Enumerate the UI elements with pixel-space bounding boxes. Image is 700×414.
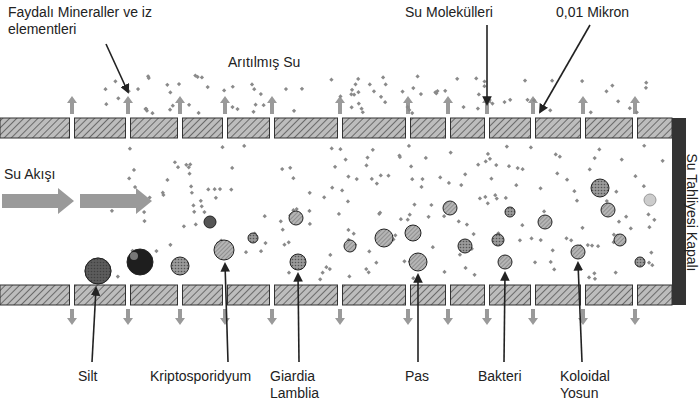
particle-label: Giardia Lamblia	[270, 368, 340, 402]
particle-label: Koloidal Yosun	[560, 368, 632, 402]
permeate-arrow	[67, 309, 77, 325]
membrane-wall	[0, 118, 672, 305]
membrane-segment	[638, 118, 673, 138]
permeate-arrow	[443, 96, 453, 114]
permeate-arrow	[482, 309, 492, 325]
leader-line	[92, 25, 590, 362]
permeate-arrow	[267, 309, 277, 325]
membrane-segment	[131, 118, 178, 138]
permeate-arrow	[335, 309, 345, 325]
membrane-segment	[0, 285, 70, 305]
callout-label: 0,01 Mikron	[556, 4, 629, 21]
membrane-segment	[75, 285, 126, 305]
contaminant-particles	[85, 179, 656, 284]
particle-label: Bakteri	[478, 368, 522, 385]
permeate-arrow	[175, 96, 185, 114]
flow-arrow	[80, 188, 152, 214]
membrane-segment	[638, 285, 673, 305]
permeate-arrow	[528, 309, 538, 325]
permeate-arrow	[220, 96, 230, 114]
membrane-segment	[411, 118, 446, 138]
permeate-arrow	[335, 96, 345, 114]
permeate-arrow	[443, 309, 453, 325]
membrane-segment	[451, 285, 485, 305]
membrane-segment	[275, 285, 338, 305]
membrane-segment	[228, 118, 270, 138]
permeate-arrow	[123, 96, 133, 114]
membrane-segment	[0, 118, 70, 138]
permeate-arrow	[630, 309, 640, 325]
particle-label: Pas	[405, 368, 429, 385]
membrane-segment	[536, 285, 581, 305]
membrane-segment	[183, 118, 223, 138]
particle-label: Silt	[78, 368, 97, 385]
membrane-segment	[490, 285, 531, 305]
permeate-arrow	[528, 96, 538, 114]
permeate-arrow	[123, 309, 133, 325]
membrane-segment	[343, 285, 406, 305]
pore-arrows	[67, 96, 640, 325]
membrane-segment	[131, 285, 178, 305]
flow-arrow	[2, 188, 74, 214]
membrane-segment	[228, 285, 270, 305]
permeate-arrow	[403, 96, 413, 114]
flow-label: Su Akışı	[4, 166, 55, 183]
callout-label: Arıtılmış Su	[228, 54, 300, 71]
membrane-segment	[343, 118, 406, 138]
membrane-segment	[451, 118, 485, 138]
permeate-arrow	[67, 96, 77, 114]
permeate-arrow	[630, 96, 640, 114]
membrane-segment	[536, 118, 581, 138]
membrane-segment	[490, 118, 531, 138]
membrane-segment	[275, 118, 338, 138]
permeate-arrow	[267, 96, 277, 114]
particle-label: Kriptosporidyum	[150, 368, 251, 385]
end-cap-label: Su Tahliyesi Kapalı	[682, 153, 699, 271]
membrane-segment	[75, 118, 126, 138]
membrane-segment	[586, 285, 633, 305]
callout-label: Su Molekülleri	[405, 4, 493, 21]
permeate-arrow	[175, 309, 185, 325]
permeate-arrow	[403, 309, 413, 325]
callout-label: Faydalı Mineraller ve iz elementleri	[8, 4, 158, 38]
permeate-arrow	[578, 96, 588, 114]
permeate-arrow	[220, 309, 230, 325]
membrane-segment	[183, 285, 223, 305]
membrane-segment	[586, 118, 633, 138]
water-molecules	[103, 73, 664, 281]
membrane-segment	[411, 285, 446, 305]
